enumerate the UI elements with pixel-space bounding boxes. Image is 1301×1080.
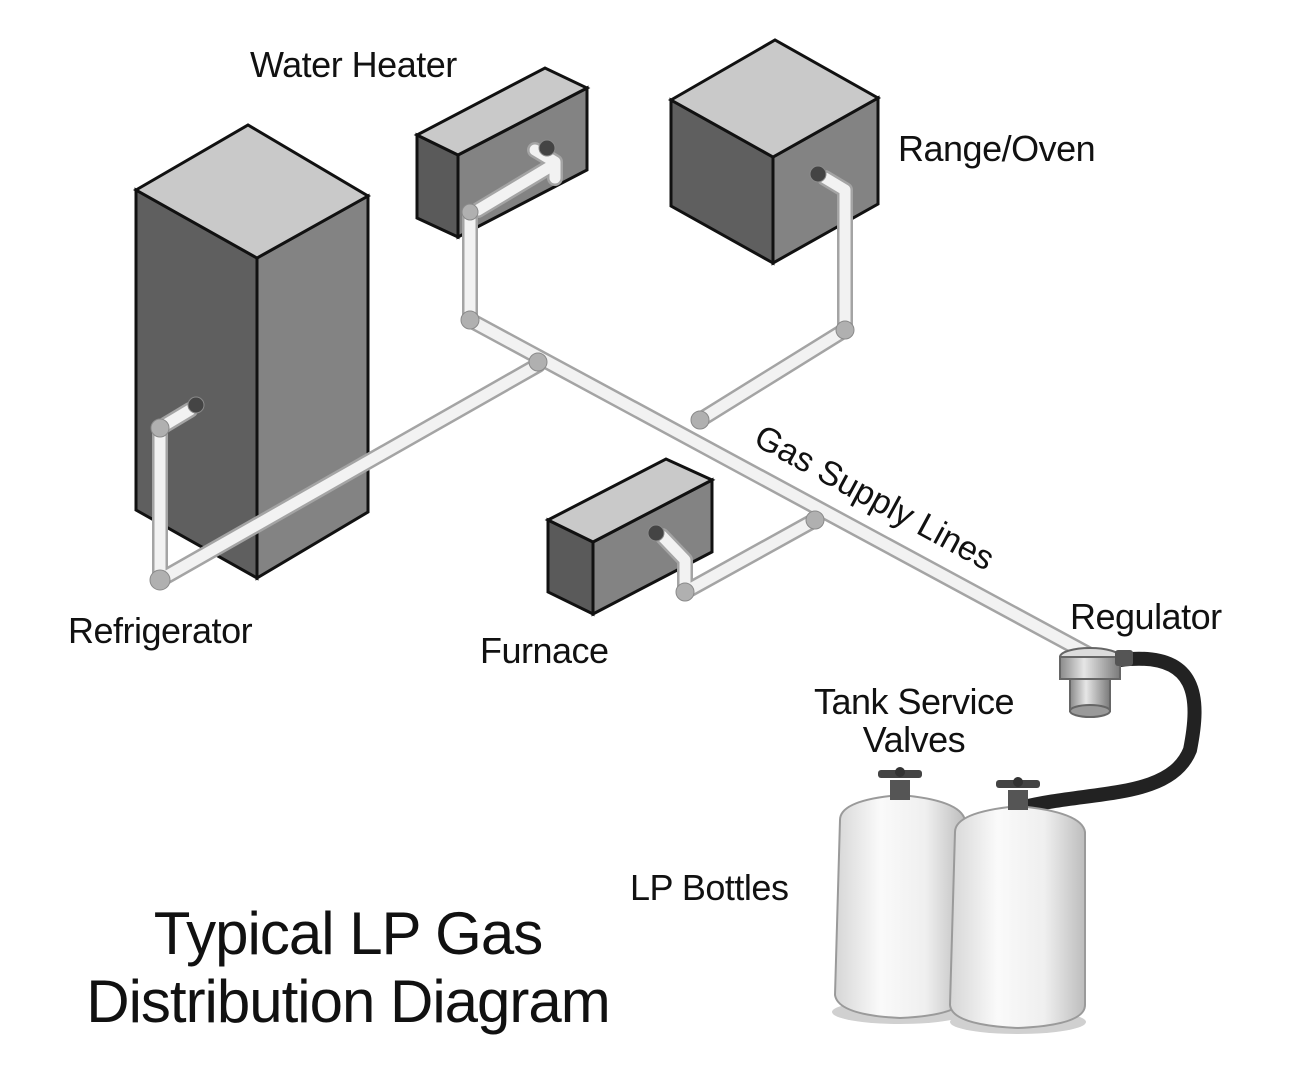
furnace-label: Furnace <box>480 630 609 671</box>
title-line-2: Distribution Diagram <box>86 968 611 1035</box>
refrigerator-appliance <box>132 123 372 581</box>
lp-bottle-front <box>948 777 1086 1034</box>
diagram-title: Typical LP Gas Distribution Diagram <box>48 900 648 1036</box>
regulator-hose <box>1013 651 1202 815</box>
furnace-appliance <box>544 457 716 617</box>
tank-service-valves-label: Tank Service Valves <box>796 683 1032 759</box>
regulator-label: Regulator <box>1070 596 1222 637</box>
lp-bottles-label: LP Bottles <box>630 867 789 908</box>
range-oven-label: Range/Oven <box>898 128 1096 169</box>
tank-service-valves-line2: Valves <box>862 719 966 760</box>
gas-supply-pipes <box>149 139 1098 663</box>
refrigerator-label: Refrigerator <box>68 610 253 651</box>
lp-bottle-back <box>832 767 968 1024</box>
regulator-device <box>1059 647 1133 718</box>
title-line-1: Typical LP Gas <box>153 900 543 967</box>
water-heater-label: Water Heater <box>250 44 457 85</box>
tank-service-valves-line1: Tank Service <box>813 681 1015 722</box>
water-heater-appliance <box>413 66 591 240</box>
